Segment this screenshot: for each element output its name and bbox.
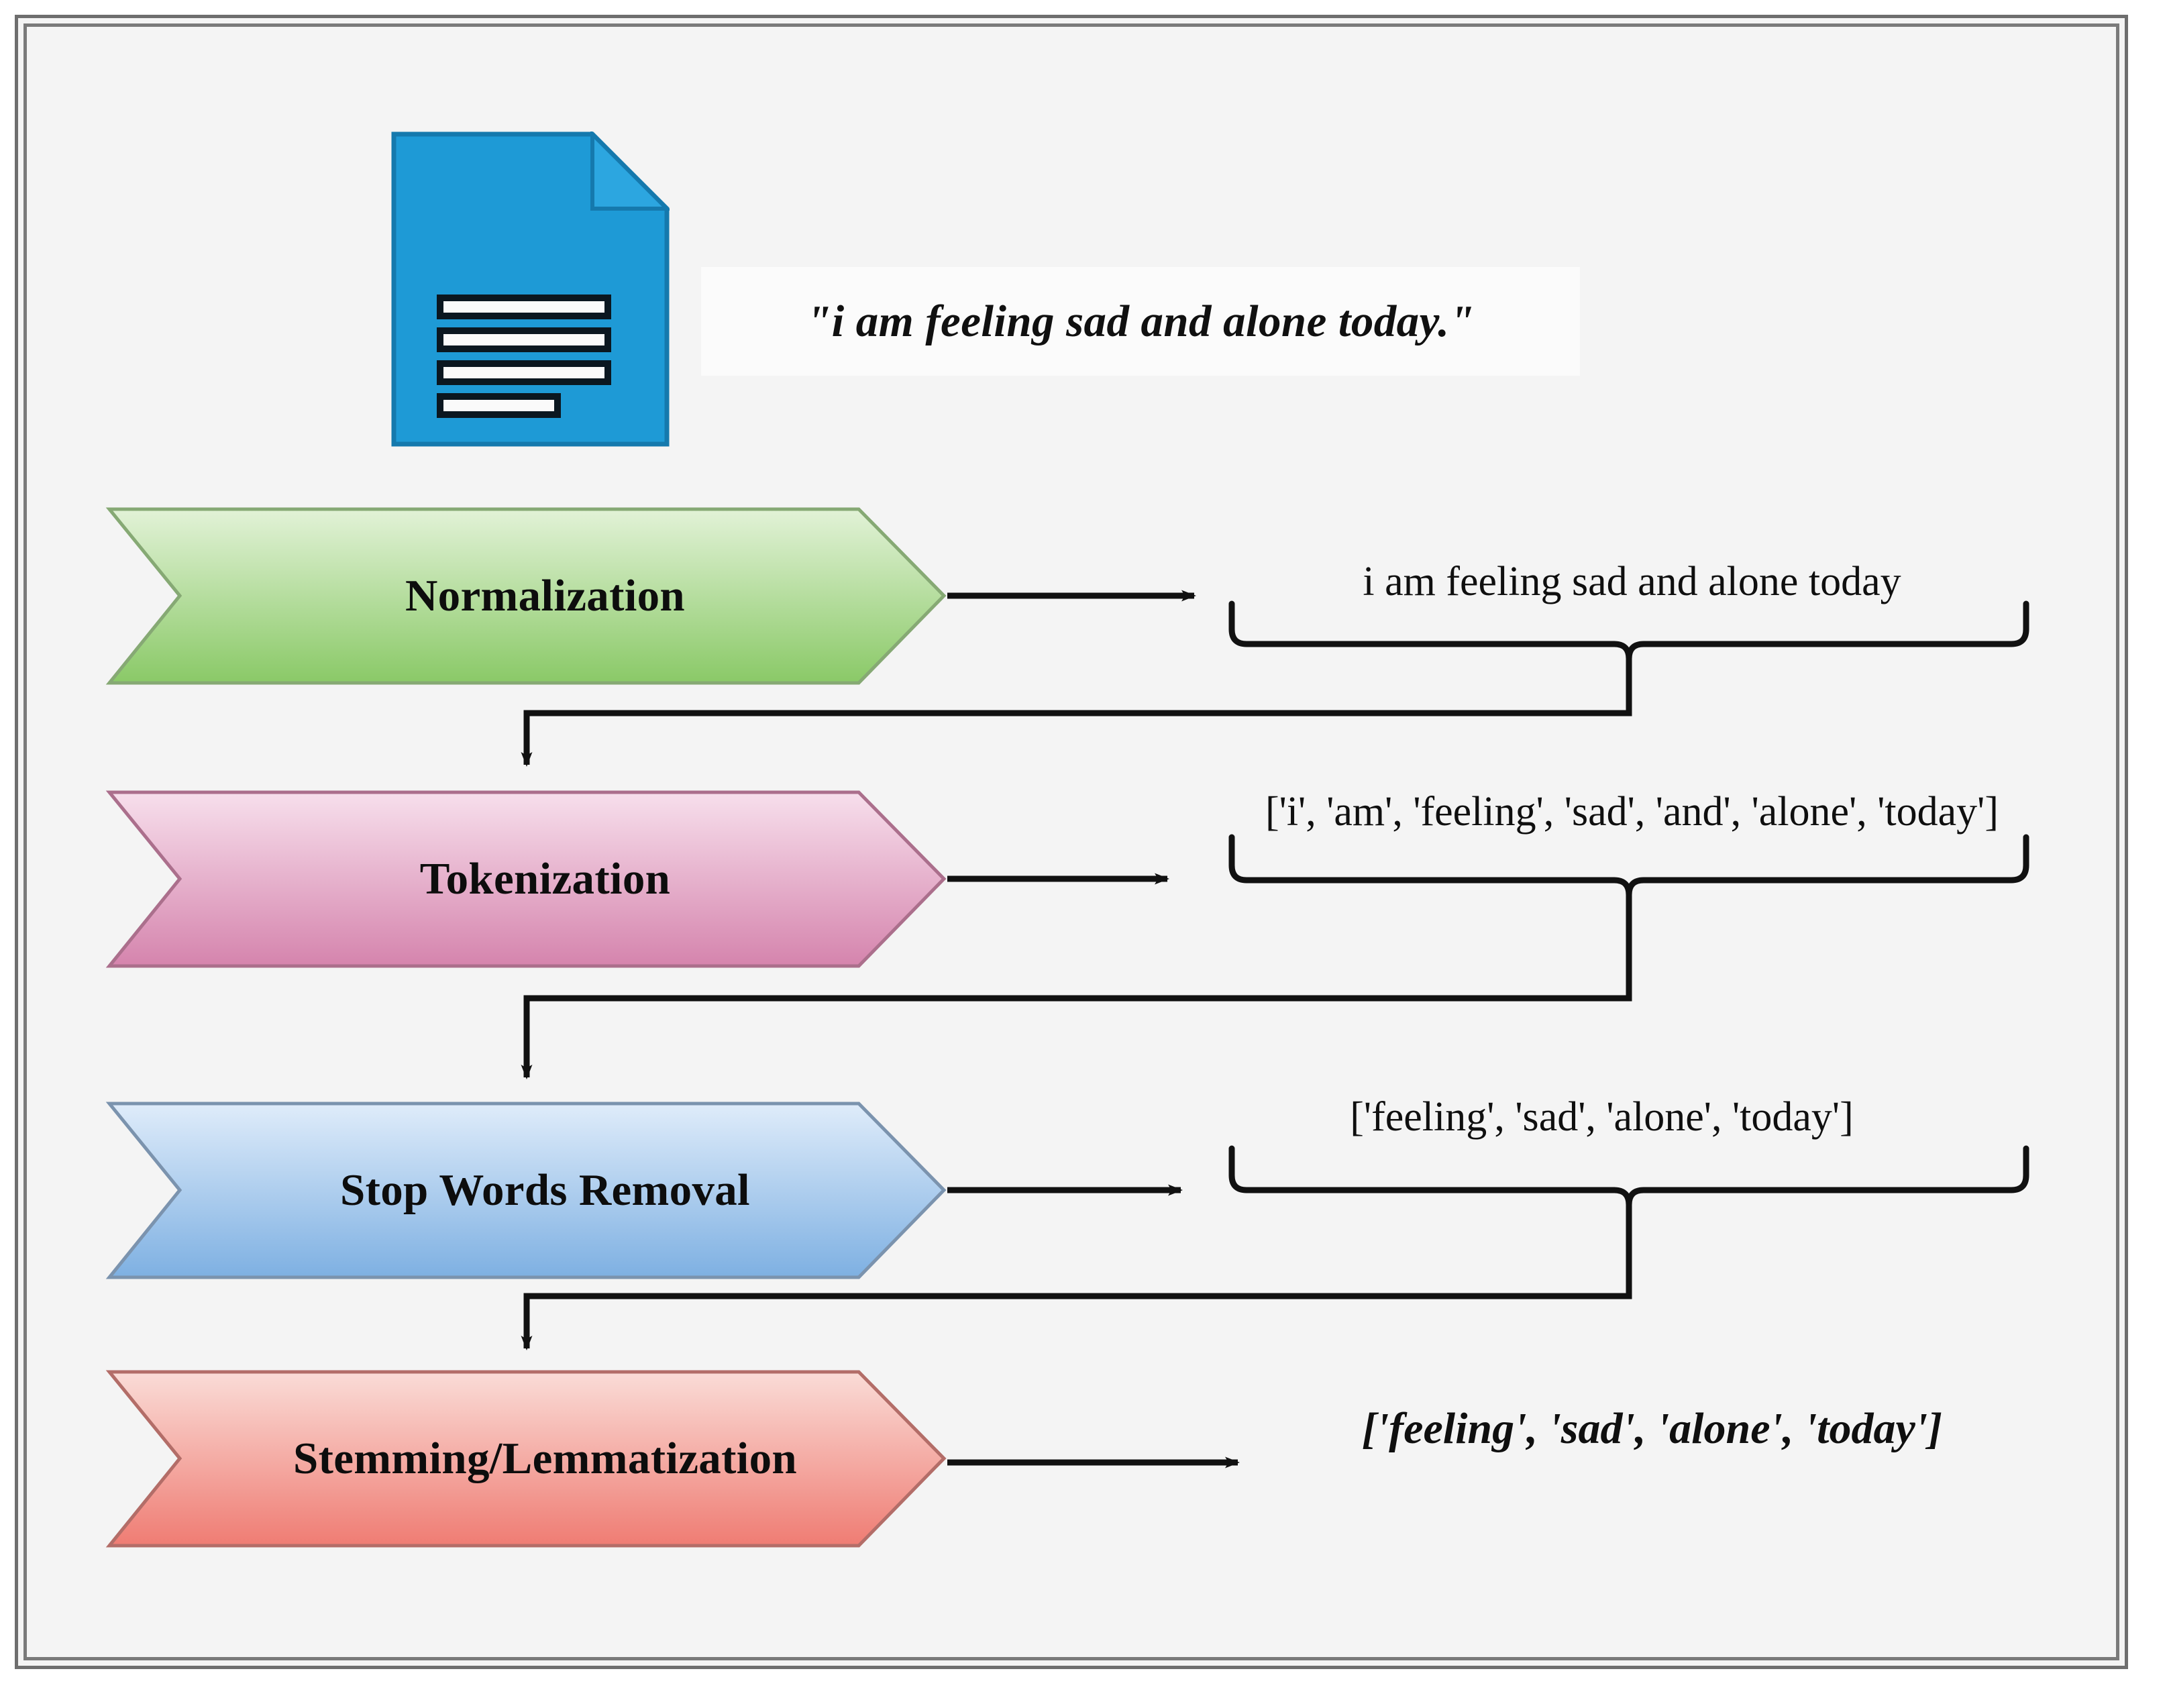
stage-chevron-tokenization[interactable]: Tokenization: [105, 790, 947, 968]
stage-chevron-normalization[interactable]: Normalization: [105, 507, 947, 685]
stage-chevron-stemming-lemmatization[interactable]: Stemming/Lemmatization: [105, 1370, 947, 1548]
result-text-tokenization: ['i', 'am', 'feeling', 'sad', 'and', 'al…: [1265, 789, 1999, 835]
result-text-stemming-lemmatization: ['feeling', 'sad', 'alone', 'today']: [1361, 1404, 1943, 1453]
stage-chevron-stop-words-removal[interactable]: Stop Words Removal: [105, 1102, 947, 1279]
brace-stopwords: [1228, 1145, 2029, 1206]
result-text-stop-words-removal: ['feeling', 'sad', 'alone', 'today']: [1350, 1094, 1854, 1140]
raw-input-text: "i am feeling sad and alone today.": [806, 296, 1475, 346]
result-text-normalization: i am feeling sad and alone today: [1363, 559, 1901, 604]
document-icon: [391, 131, 670, 447]
brace-tokenization: [1228, 834, 2029, 896]
brace-normalization: [1228, 600, 2029, 659]
raw-input-textbox: "i am feeling sad and alone today.": [701, 267, 1580, 376]
